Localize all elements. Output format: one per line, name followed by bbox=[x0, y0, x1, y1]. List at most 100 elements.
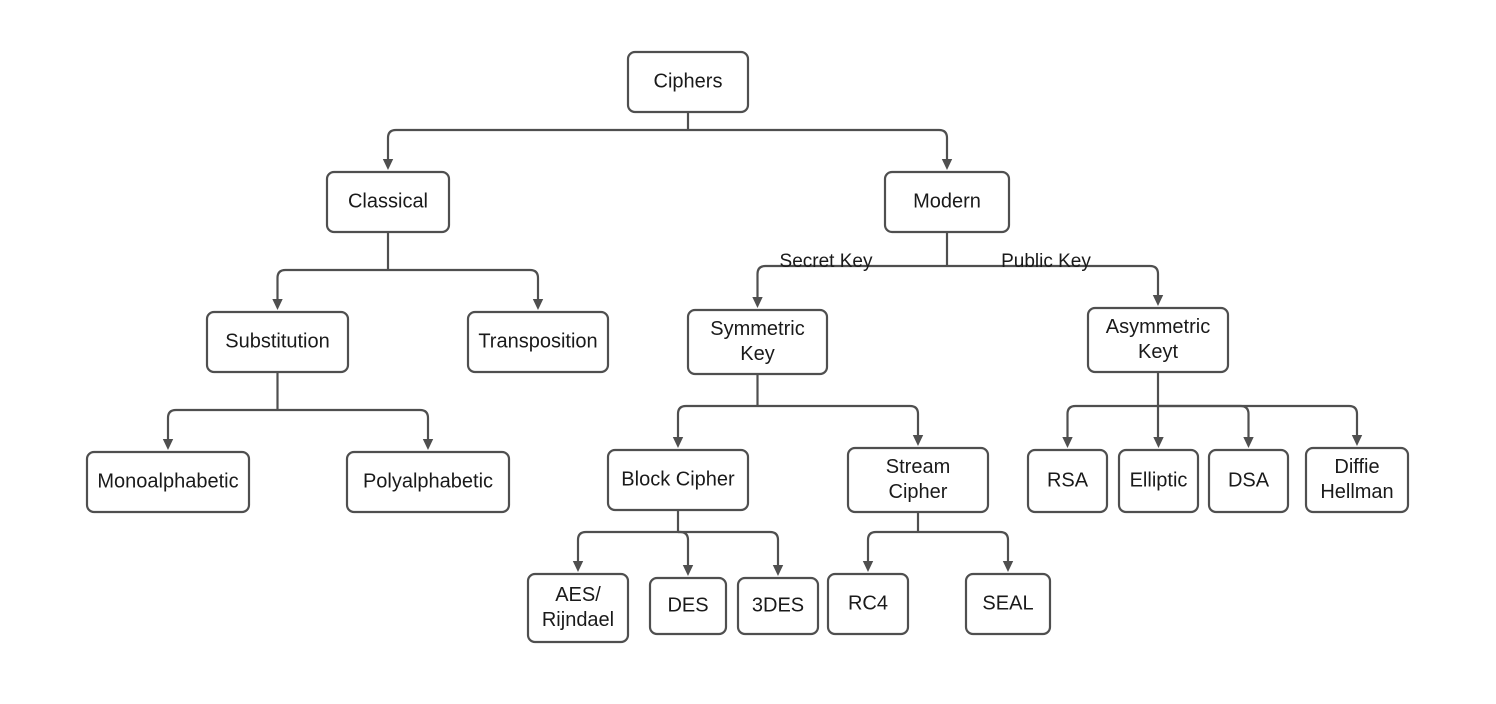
arrowhead-block_cipher bbox=[672, 437, 684, 448]
edge-classical-to-transposition bbox=[388, 268, 540, 299]
node-tdes[interactable]: 3DES bbox=[736, 576, 820, 636]
node-label-monoalphabetic: Monoalphabetic bbox=[97, 470, 238, 492]
edge-ciphers-to-classical bbox=[386, 128, 688, 159]
node-box-polyalphabetic bbox=[345, 450, 511, 514]
edge-block_cipher-to-tdes bbox=[678, 530, 780, 565]
secret-key-label: Secret Key bbox=[780, 251, 873, 272]
arrowhead-transposition bbox=[532, 299, 544, 310]
node-label-transposition: Transposition bbox=[478, 330, 597, 352]
node-box-asymmetric bbox=[1086, 306, 1230, 374]
node-ciphers[interactable]: Ciphers bbox=[626, 50, 750, 114]
node-box-rsa bbox=[1026, 448, 1109, 514]
arrowhead-seal bbox=[1002, 561, 1014, 572]
node-label-polyalphabetic: Polyalphabetic bbox=[363, 470, 493, 492]
node-box-classical bbox=[325, 170, 451, 234]
node-label-dsa: DSA bbox=[1228, 469, 1270, 491]
node-box-rc4 bbox=[826, 572, 910, 636]
edge-substitution-to-polyalphabetic bbox=[277, 408, 430, 439]
node-label-rc4: RC4 bbox=[848, 592, 888, 614]
node-des[interactable]: DES bbox=[648, 576, 728, 636]
arrowhead-aes_rijndael bbox=[572, 561, 584, 572]
node-rsa[interactable]: RSA bbox=[1026, 448, 1109, 514]
node-box-tdes bbox=[736, 576, 820, 636]
node-box-monoalphabetic bbox=[85, 450, 251, 514]
edge-asymmetric-to-rsa bbox=[1066, 404, 1158, 437]
node-box-substitution bbox=[205, 310, 350, 374]
node-classical[interactable]: Classical bbox=[325, 170, 451, 234]
node-label-tdes: 3DES bbox=[752, 594, 804, 616]
arrowhead-symmetric bbox=[752, 297, 763, 308]
edges-layer bbox=[162, 112, 1363, 576]
node-label-aes_rijndael: Rijndael bbox=[542, 609, 614, 631]
node-elliptic[interactable]: Elliptic bbox=[1117, 448, 1200, 514]
arrowhead-dsa bbox=[1243, 437, 1254, 448]
node-dsa[interactable]: DSA bbox=[1207, 448, 1290, 514]
edge-stream_cipher-to-seal bbox=[918, 530, 1010, 561]
node-box-modern bbox=[883, 170, 1011, 234]
node-polyalphabetic[interactable]: Polyalphabetic bbox=[345, 450, 511, 514]
node-label-stream_cipher: Cipher bbox=[889, 481, 948, 503]
node-modern[interactable]: Modern bbox=[883, 170, 1011, 234]
arrowhead-monoalphabetic bbox=[162, 439, 174, 450]
arrowhead-elliptic bbox=[1153, 437, 1164, 448]
edge-stream_cipher-to-rc4 bbox=[866, 530, 918, 561]
node-box-block_cipher bbox=[606, 448, 750, 512]
node-label-block_cipher: Block Cipher bbox=[621, 468, 735, 490]
node-monoalphabetic[interactable]: Monoalphabetic bbox=[85, 450, 251, 514]
node-rc4[interactable]: RC4 bbox=[826, 572, 910, 636]
node-box-des bbox=[648, 576, 728, 636]
node-label-des: DES bbox=[667, 594, 708, 616]
arrowhead-diffie_hellman bbox=[1351, 435, 1363, 446]
node-label-seal: SEAL bbox=[982, 592, 1033, 614]
node-box-symmetric bbox=[686, 308, 829, 376]
node-label-aes_rijndael: AES/ bbox=[555, 584, 601, 606]
arrowhead-tdes bbox=[772, 565, 784, 576]
node-box-ciphers bbox=[626, 50, 750, 114]
edge-classical-to-substitution bbox=[276, 268, 388, 299]
node-box-elliptic bbox=[1117, 448, 1200, 514]
edge-modern-to-symmetric bbox=[756, 264, 947, 297]
node-block_cipher[interactable]: Block Cipher bbox=[606, 448, 750, 512]
arrowhead-rsa bbox=[1062, 437, 1073, 448]
node-label-asymmetric: Asymmetric bbox=[1106, 316, 1210, 338]
arrowhead-classical bbox=[382, 159, 394, 170]
node-box-aes_rijndael bbox=[526, 572, 630, 644]
edge-symmetric-to-stream_cipher bbox=[757, 404, 920, 435]
arrowhead-des bbox=[682, 565, 694, 576]
edge-symmetric-to-block_cipher bbox=[676, 404, 758, 437]
node-label-symmetric: Symmetric bbox=[710, 318, 804, 340]
arrowhead-substitution bbox=[272, 299, 283, 310]
arrowhead-modern bbox=[941, 159, 953, 170]
public-key-label: Public Key bbox=[1001, 251, 1091, 272]
node-box-transposition bbox=[466, 310, 610, 374]
node-seal[interactable]: SEAL bbox=[964, 572, 1052, 636]
node-label-symmetric: Key bbox=[740, 343, 774, 365]
edge-asymmetric-to-dsa bbox=[1158, 404, 1250, 437]
node-label-ciphers: Ciphers bbox=[654, 70, 723, 92]
node-substitution[interactable]: Substitution bbox=[205, 310, 350, 374]
node-box-seal bbox=[964, 572, 1052, 636]
arrowhead-asymmetric bbox=[1152, 295, 1164, 306]
node-transposition[interactable]: Transposition bbox=[466, 310, 610, 374]
node-label-elliptic: Elliptic bbox=[1130, 469, 1188, 491]
node-aes_rijndael[interactable]: AES/Rijndael bbox=[526, 572, 630, 644]
node-label-modern: Modern bbox=[913, 190, 981, 212]
arrowhead-polyalphabetic bbox=[422, 439, 434, 450]
node-label-substitution: Substitution bbox=[225, 330, 330, 352]
node-label-asymmetric: Keyt bbox=[1138, 341, 1178, 363]
edge-ciphers-to-modern bbox=[688, 128, 949, 159]
edge-block_cipher-to-aes_rijndael bbox=[576, 530, 678, 561]
node-box-dsa bbox=[1207, 448, 1290, 514]
node-label-diffie_hellman: Diffie bbox=[1334, 456, 1379, 478]
node-label-stream_cipher: Stream bbox=[886, 456, 950, 478]
node-box-diffie_hellman bbox=[1304, 446, 1410, 514]
arrowhead-stream_cipher bbox=[912, 435, 924, 446]
node-label-diffie_hellman: Hellman bbox=[1320, 481, 1393, 503]
